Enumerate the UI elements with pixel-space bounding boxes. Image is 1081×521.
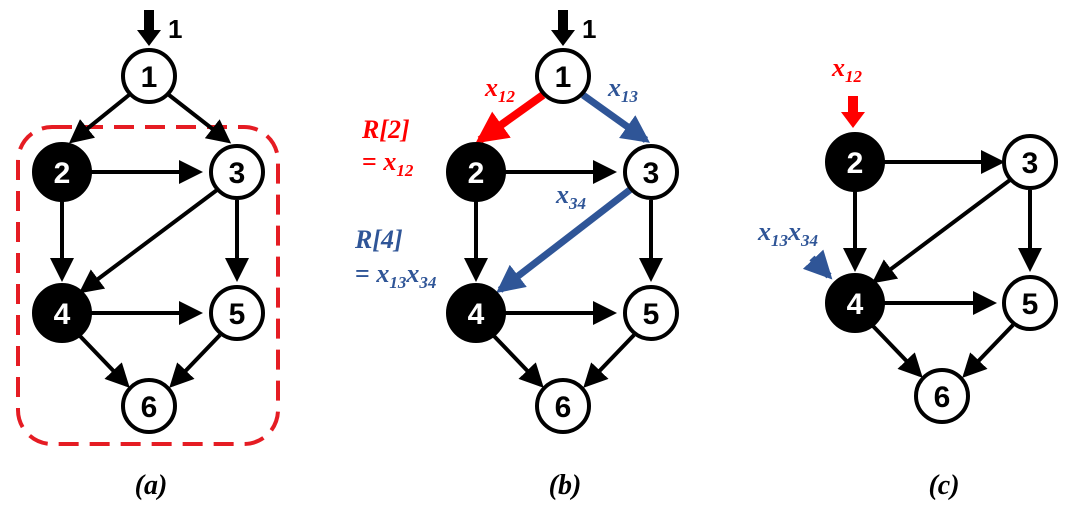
caption-c: (c) <box>928 470 959 501</box>
edges-b <box>464 160 663 388</box>
svg-text:5: 5 <box>643 298 660 331</box>
input-arrow <box>551 10 575 46</box>
edge-4-6 <box>491 333 544 388</box>
svg-text:2: 2 <box>847 147 864 180</box>
edge-label-x13: x13 <box>607 73 639 106</box>
input-arrow <box>137 10 161 46</box>
svg-text:1: 1 <box>141 61 158 94</box>
edge-label-x34: x34 <box>555 180 586 213</box>
svg-text:4: 4 <box>468 298 485 331</box>
edge-1-3-highlight <box>580 92 650 143</box>
svg-text:3: 3 <box>643 157 660 190</box>
svg-text:6: 6 <box>555 391 572 424</box>
node-2: 2 <box>32 142 92 202</box>
input-label: 1 <box>582 14 596 44</box>
edge-1-2-highlight <box>475 91 546 144</box>
node-2: 2 <box>446 142 506 202</box>
panel-a: 1 1 2 3 4 <box>16 10 280 501</box>
edge-3-4-highlight <box>496 186 634 293</box>
node-5: 5 <box>623 285 679 341</box>
edge-5-6 <box>583 333 636 388</box>
svg-text:3: 3 <box>229 157 246 190</box>
annotation-r4-line1: R[4] <box>354 225 403 254</box>
edges-c <box>843 150 1042 378</box>
input-arrow-x13x34 <box>802 249 833 280</box>
edge-4-6 <box>870 323 923 378</box>
node-3: 3 <box>623 144 679 200</box>
caption-b: (b) <box>549 470 582 501</box>
input-arrow-x12 <box>841 96 865 128</box>
edge-5-6 <box>169 333 222 388</box>
edge-3-4 <box>78 188 219 294</box>
svg-text:2: 2 <box>468 157 485 190</box>
input-label: 1 <box>168 14 182 44</box>
panel-b: 1 x12 x13 x34 R[2] = x12 R[4] = x13x34 1 <box>354 10 679 501</box>
node-6: 6 <box>914 368 970 424</box>
node-4: 4 <box>32 283 92 343</box>
panel-c: x12 x13x34 2 3 4 <box>757 53 1058 501</box>
node-4: 4 <box>825 273 885 333</box>
node-6: 6 <box>535 378 591 434</box>
annotation-r2-line1: R[2] <box>361 115 410 144</box>
node-3: 3 <box>1002 134 1058 190</box>
edge-label-x12: x12 <box>484 73 516 106</box>
annotation-r2-line2: = x12 <box>362 147 414 180</box>
svg-text:5: 5 <box>229 298 246 331</box>
node-5: 5 <box>1002 275 1058 331</box>
node-1: 1 <box>535 48 591 104</box>
svg-text:3: 3 <box>1022 147 1039 180</box>
svg-text:1: 1 <box>555 61 572 94</box>
edge-1-2 <box>68 93 131 144</box>
edge-5-6 <box>962 323 1015 378</box>
input-label-x13x34: x13x34 <box>757 217 818 250</box>
node-3: 3 <box>209 144 265 200</box>
svg-text:6: 6 <box>934 381 951 414</box>
svg-text:4: 4 <box>54 298 71 331</box>
dashed-subgraph-box <box>16 125 280 446</box>
svg-text:6: 6 <box>141 391 158 424</box>
node-6: 6 <box>121 378 177 434</box>
node-2: 2 <box>825 132 885 192</box>
node-1: 1 <box>121 48 177 104</box>
input-label-x12: x12 <box>831 53 863 86</box>
edge-4-6 <box>77 333 130 388</box>
node-5: 5 <box>209 285 265 341</box>
edge-1-3 <box>167 93 232 144</box>
edge-3-4 <box>871 178 1012 284</box>
svg-text:5: 5 <box>1022 288 1039 321</box>
node-4: 4 <box>446 283 506 343</box>
annotation-r4-line2: = x13x34 <box>355 259 436 292</box>
svg-text:4: 4 <box>847 288 864 321</box>
svg-text:2: 2 <box>54 157 71 190</box>
edges-a <box>50 93 249 388</box>
caption-a: (a) <box>135 470 168 501</box>
